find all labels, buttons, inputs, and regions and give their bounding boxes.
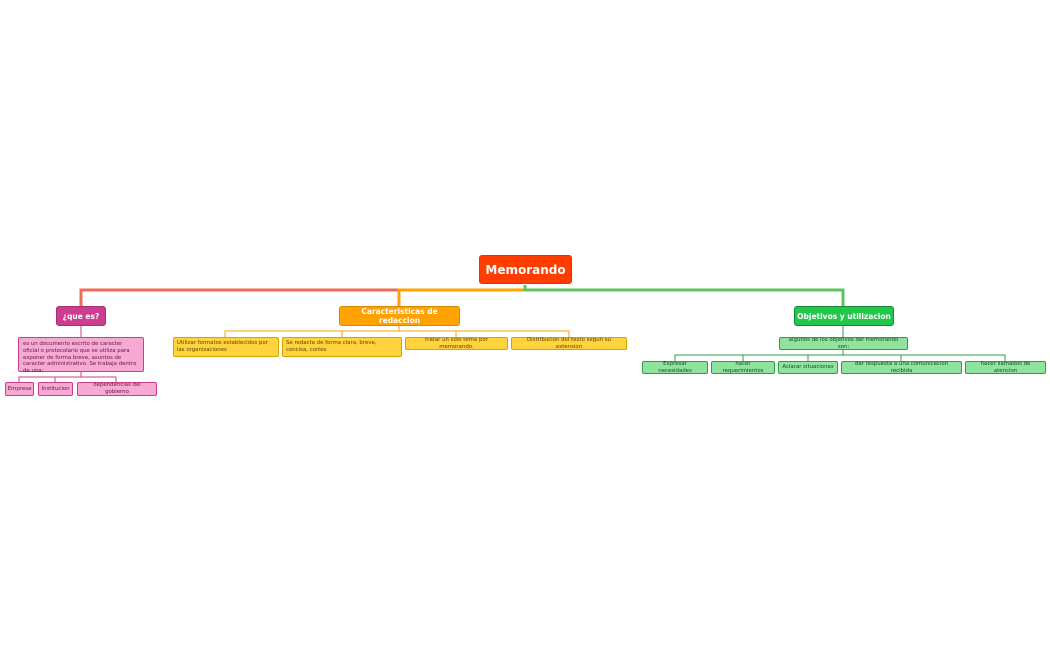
topic-hacer-llamados-de-atencion[interactable]: hacer llamados de atencion: [965, 361, 1046, 374]
connector-root-que-es: [79, 285, 527, 306]
topic-expresar-necesidades[interactable]: Expresar necesidades: [642, 361, 708, 374]
topic-empresa[interactable]: Empresa: [5, 382, 34, 396]
connector-definition-leaves: [18, 372, 117, 382]
topic-caracteristicas-de-redaccion[interactable]: Caracteristicas de redaccion: [339, 306, 460, 326]
topic-definition[interactable]: es un documento escrito de caracter ofic…: [18, 337, 144, 374]
topic-solo-tema[interactable]: tratar un solo tema por memorando.: [405, 337, 508, 350]
connector-caracteristicas-children: [224, 326, 570, 337]
topic-objetivos-y-utilizacion[interactable]: Objetivos y utilizacion: [794, 306, 894, 326]
connector-root-caracteristicas: [397, 285, 527, 306]
topic-dependencias-del-gobierno[interactable]: dependencias del gobierno: [77, 382, 157, 396]
root-topic-memorando[interactable]: Memorando: [479, 255, 572, 284]
topic-distribucion-texto[interactable]: Distribucion del texto segun su extensio…: [511, 337, 627, 350]
topic-aclarar-situaciones[interactable]: Aclarar situaciones: [778, 361, 838, 374]
connector-root-objetivos: [523, 285, 845, 306]
topic-objetivos-note[interactable]: algunos de los objetivos del memorando s…: [779, 337, 908, 350]
topic-institucion[interactable]: Institucion: [38, 382, 73, 396]
topic-dar-respuesta[interactable]: dar respuesta a una comunicacion recibid…: [841, 361, 962, 374]
topic-redacta-forma-clara[interactable]: Se redacta de forma clara, breve, concis…: [282, 337, 402, 357]
topic-que-es[interactable]: ¿que es?: [56, 306, 106, 326]
connector-note-leaves: [674, 350, 1006, 361]
topic-utilizar-formatos[interactable]: Utilizar formatos establecidos por las o…: [173, 337, 279, 357]
topic-hacer-requerimientos[interactable]: hacer requerimientos: [711, 361, 775, 374]
